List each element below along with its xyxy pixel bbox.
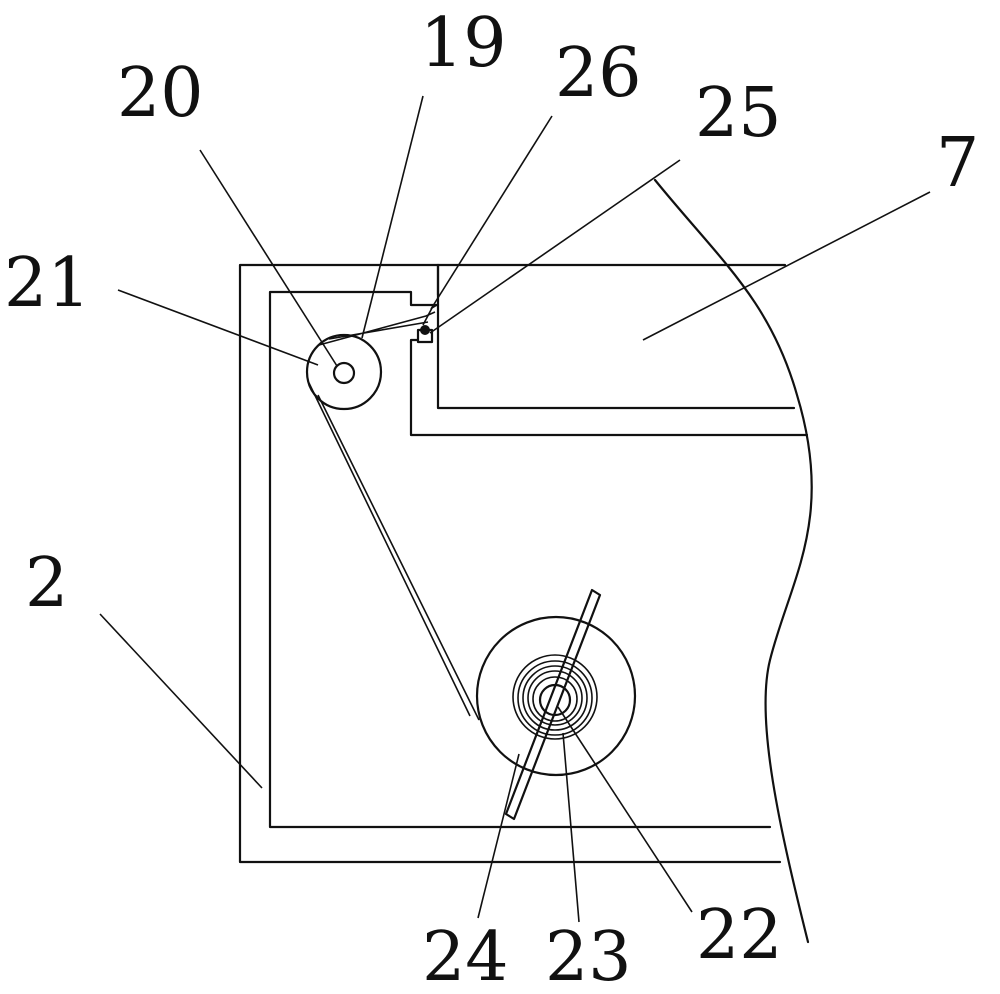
label-22: 22 [696,896,783,975]
spiral-spring-ring-1 [512,654,598,740]
label-25: 25 [695,74,782,153]
label-20: 20 [117,54,204,133]
label-2: 2 [25,544,68,623]
label-21: 21 [4,244,91,323]
break-line [653,178,813,944]
leader-20 [199,149,338,367]
leader-22 [557,706,693,913]
leader-24 [477,753,520,919]
spring-lever [504,588,602,821]
small-pulley-axle [332,361,356,385]
leader-26 [430,115,553,310]
leader-2 [99,613,263,789]
drive-belt [308,382,480,721]
part-7-block [436,263,796,410]
part-7-outer-channel [409,338,809,437]
spiral-spring-ring-5 [532,676,578,722]
leader-25 [429,159,681,334]
label-26: 26 [555,34,642,113]
cable-fitting-pin [420,325,430,335]
leader-19 [361,95,424,339]
leader-7 [642,191,931,341]
leader-lines [99,95,931,923]
label-19: 19 [420,4,507,83]
label-23: 23 [545,918,632,994]
spiral-spring-ring-4 [527,670,583,726]
leader-23 [562,732,580,923]
housing-outer-wall [238,263,787,864]
label-7: 7 [936,124,979,203]
spiral-spring-ring-3 [522,665,588,731]
label-24: 24 [422,918,509,994]
spiral-spring-ring-2 [517,660,593,736]
leader-21 [117,289,319,366]
